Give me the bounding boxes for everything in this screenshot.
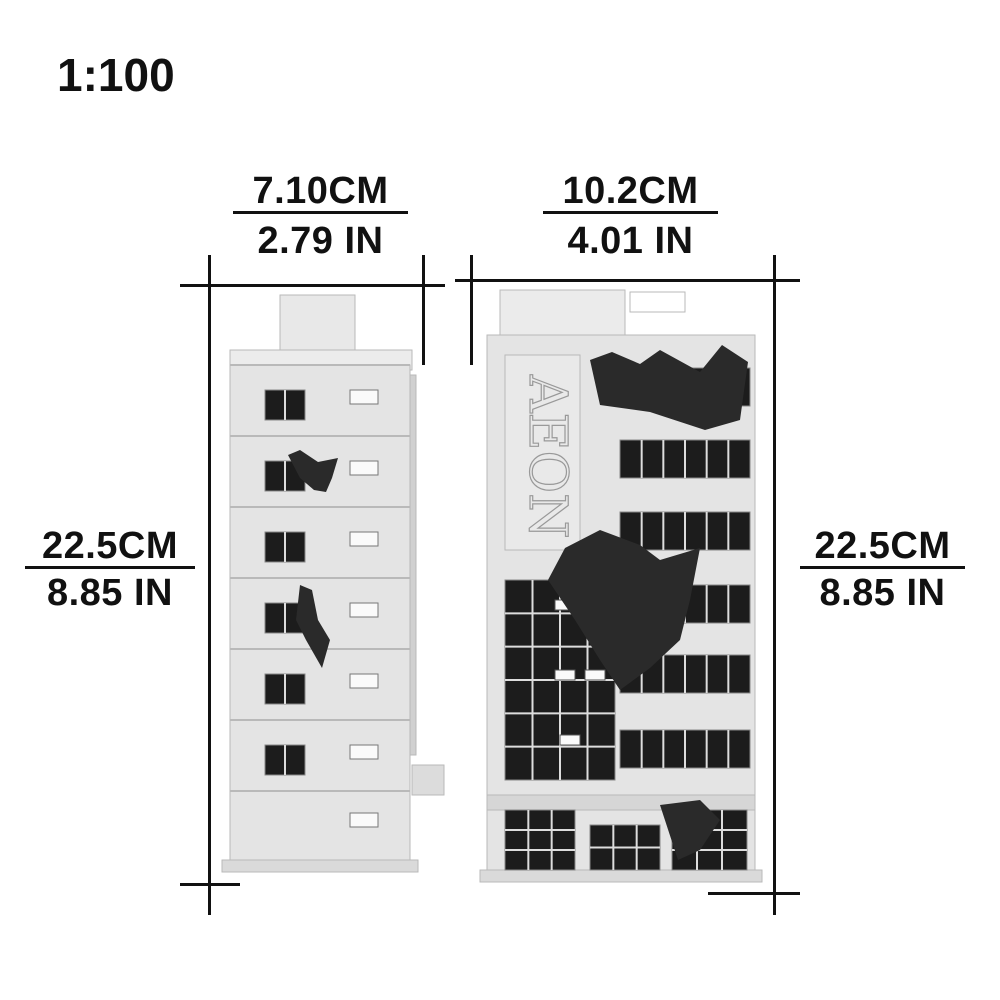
right-height-cm: 22.5CM [814, 525, 951, 567]
fraction-bar [233, 211, 408, 214]
fraction-bar [543, 211, 718, 214]
dim-line [455, 279, 800, 282]
roof-railing [629, 291, 686, 313]
small-window [349, 602, 379, 618]
dim-line [422, 255, 425, 365]
ground-canopy [486, 794, 756, 811]
storefront-window [504, 809, 576, 871]
left-height-in: 8.85 IN [46, 572, 174, 614]
fraction-bar [25, 566, 195, 569]
left-building [229, 364, 411, 871]
dim-line [180, 883, 240, 886]
side-balcony [411, 764, 445, 796]
dim-line [708, 892, 800, 895]
aeon-sign-logo: AEON [517, 374, 577, 539]
aeon-sign [504, 354, 581, 551]
left-height-cm: 22.5CM [41, 525, 179, 567]
small-window [349, 673, 379, 689]
lit-window [584, 669, 606, 681]
dim-line [208, 255, 211, 915]
left-width-cm: 7.10CM [252, 170, 389, 212]
left-building-side [409, 374, 417, 756]
small-window [349, 389, 379, 405]
roof-structure [499, 289, 626, 336]
damage-hole [590, 345, 748, 430]
right-width-cm: 10.2CM [562, 170, 699, 212]
small-window [349, 531, 379, 547]
left-width-in: 2.79 IN [257, 220, 384, 262]
damage-hole [288, 450, 338, 492]
small-window [349, 744, 379, 760]
damage-hole [296, 585, 330, 668]
damage-hole [660, 800, 720, 860]
scale-label: 1:100 [57, 49, 175, 101]
lit-window [554, 669, 576, 681]
right-width-in: 4.01 IN [567, 220, 694, 262]
dim-line [470, 255, 473, 365]
roof-structure [279, 294, 356, 351]
left-base [221, 859, 419, 873]
fraction-bar [800, 566, 965, 569]
lit-window [559, 734, 581, 746]
right-height-in: 8.85 IN [819, 572, 946, 614]
small-window [349, 812, 379, 828]
damage-hole [548, 530, 700, 690]
right-base [479, 869, 763, 883]
dim-line [773, 255, 776, 915]
dim-line [180, 284, 445, 287]
small-window [349, 460, 379, 476]
